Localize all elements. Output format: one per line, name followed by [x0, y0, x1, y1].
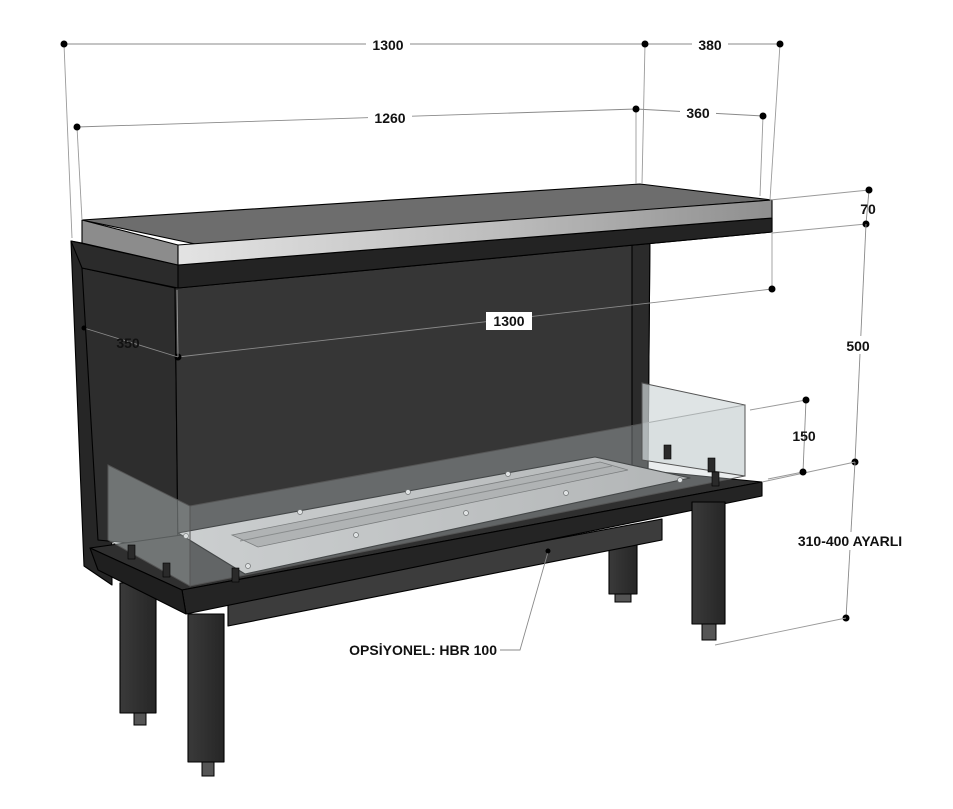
glass-clip — [707, 457, 716, 473]
dim-line-glass-height — [802, 399, 807, 473]
label-inner-depth: 350 — [116, 335, 140, 351]
firebox-base — [89, 456, 763, 627]
tray-screw — [353, 532, 359, 538]
glass-clips — [127, 444, 720, 583]
dim-line-inner-width — [177, 288, 773, 358]
ext-line — [76, 126, 83, 221]
leg-back-left — [119, 582, 157, 714]
ext-line — [176, 289, 179, 358]
ext-line — [714, 617, 847, 646]
label-glass-height: 150 — [792, 428, 816, 444]
label-top-thickness: 70 — [860, 201, 876, 217]
label-top-depth: 360 — [686, 105, 710, 121]
glass-panels — [107, 382, 746, 587]
tray-screw — [677, 477, 683, 483]
back-legs — [119, 541, 638, 726]
ext-line — [749, 399, 807, 411]
burner-slot — [230, 461, 629, 548]
ext-line — [761, 461, 856, 483]
callout-leader — [500, 551, 549, 651]
leg-front-left — [187, 613, 225, 763]
ext-line — [641, 43, 646, 185]
ext-line — [759, 115, 764, 197]
label-top-width: 1260 — [374, 110, 405, 126]
leg-front-right — [691, 501, 726, 625]
tray-screw — [463, 510, 469, 516]
top-slab-front-edge — [177, 199, 773, 266]
ext-line — [63, 43, 73, 239]
foot-back-left — [133, 712, 147, 726]
label-overall-width: 1300 — [372, 37, 403, 53]
dim-line-top-width — [76, 108, 637, 128]
label-overall-depth: 380 — [698, 37, 722, 53]
tray-screw — [183, 533, 189, 539]
glass-clip — [162, 562, 171, 578]
top-slab — [81, 183, 773, 266]
tray-screws — [183, 471, 683, 569]
fireplace-body — [70, 217, 773, 586]
dimension-labels: 1300 380 1260 360 70 500 1300 350 150 31… — [116, 35, 912, 658]
glass-clip — [127, 544, 136, 560]
dim-line-top-thickness — [865, 189, 870, 225]
ext-line — [767, 471, 804, 480]
foot-front-right — [701, 623, 717, 641]
glass-right — [641, 382, 746, 477]
label-leg-height: 310-400 AYARLI — [798, 533, 902, 549]
foot-back-right — [614, 593, 632, 603]
burner-slot-line — [239, 465, 613, 542]
tray-screw — [405, 489, 411, 495]
ext-line — [769, 43, 781, 201]
tray-screw — [563, 490, 569, 496]
glass-clip — [711, 471, 720, 487]
tray-screw — [505, 471, 511, 477]
front-legs — [187, 501, 726, 777]
shelf-left-edge — [89, 547, 187, 615]
leg-back-right — [608, 541, 638, 595]
label-inner-width: 1300 — [493, 313, 524, 329]
label-total-height: 500 — [846, 338, 870, 354]
ext-line — [769, 189, 870, 201]
burner-tray — [177, 456, 691, 575]
ext-line — [771, 223, 867, 234]
dim-line-inner-depth — [83, 327, 179, 358]
glass-clip — [663, 444, 672, 460]
foot-front-left — [201, 761, 215, 777]
tray-screw — [245, 563, 251, 569]
label-optional-burner: OPSİYONEL: HBR 100 — [349, 642, 497, 658]
glass-clip — [231, 567, 240, 583]
tray-screw — [297, 509, 303, 515]
